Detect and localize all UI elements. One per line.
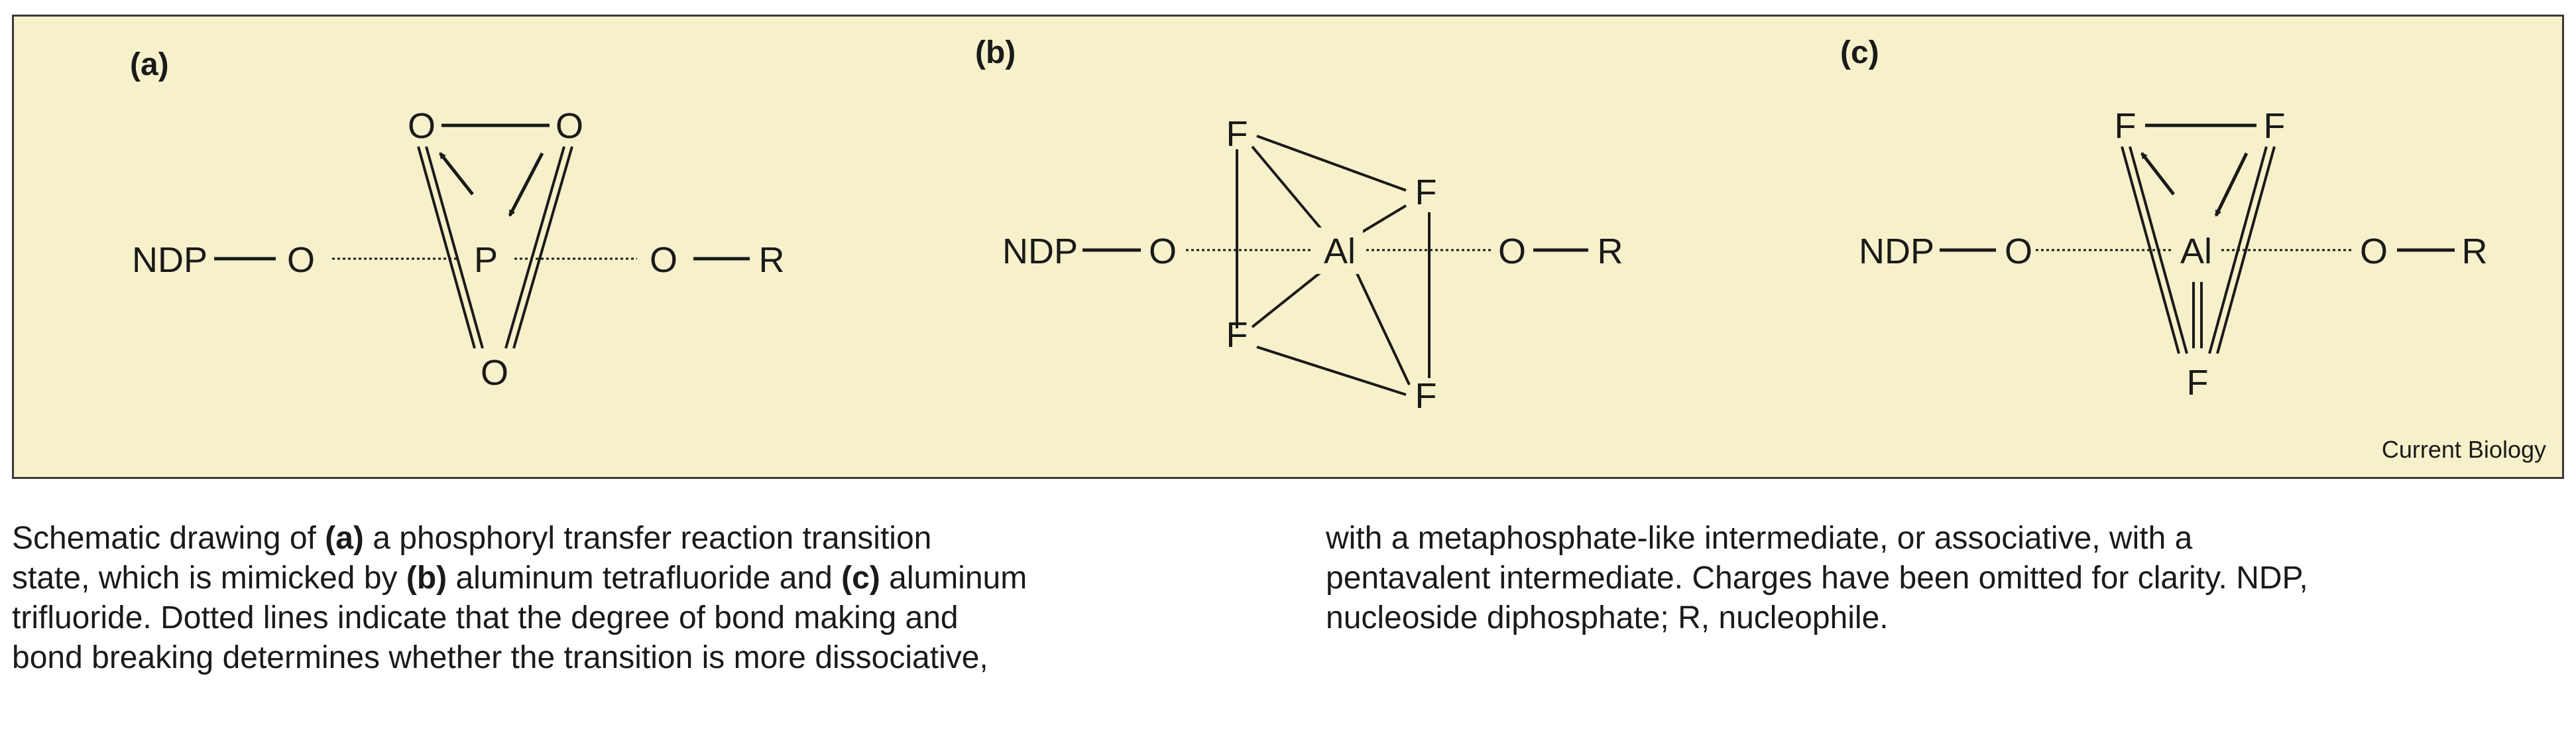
ligand-label-b-1: F bbox=[1226, 114, 1248, 154]
caption-line: pentavalent intermediate. Charges have b… bbox=[1326, 559, 2559, 598]
caption-text: nucleoside diphosphate; R, nucleophile. bbox=[1326, 600, 1889, 635]
ndp-label-b: NDP bbox=[1002, 232, 1078, 271]
ligand-label-c-1: F bbox=[2115, 106, 2137, 146]
bond-right-edge-1 bbox=[504, 146, 565, 349]
r-label-a: R bbox=[759, 240, 785, 280]
arrow-right bbox=[508, 152, 544, 217]
caption-line: bond breaking determines whether the tra… bbox=[12, 638, 1258, 678]
left-o-label-b: O bbox=[1149, 232, 1177, 271]
bond-f-f-bottom bbox=[1256, 346, 1407, 396]
arrow-right bbox=[2214, 152, 2249, 217]
caption-text: trifluoride. Dotted lines indicate that … bbox=[12, 600, 959, 635]
bond-right-edge-1 bbox=[2208, 146, 2268, 354]
caption-panel-ref: (a) bbox=[325, 521, 364, 556]
center-label-c: Al bbox=[2180, 232, 2212, 271]
figure-panel: (a) NDP O P O R O O O bbox=[12, 15, 2564, 479]
ligand-label-c-3: F bbox=[2187, 363, 2209, 403]
left-o-label-a: O bbox=[287, 240, 315, 280]
journal-credit: Current Biology bbox=[2382, 436, 2546, 463]
bond-al-f4 bbox=[1355, 271, 1411, 385]
caption-line: with a metaphosphate-like intermediate, … bbox=[1326, 519, 2559, 559]
caption-text: aluminum tetrafluoride and bbox=[447, 561, 842, 596]
caption-line: nucleoside diphosphate; R, nucleophile. bbox=[1326, 598, 2559, 638]
bond-left-edge-1 bbox=[417, 146, 476, 349]
caption-text: a phosphoryl transfer reaction transitio… bbox=[363, 521, 932, 556]
ligand-label-a-1: O bbox=[408, 106, 436, 146]
ligand-label-b-3: F bbox=[1226, 315, 1248, 355]
caption-text: pentavalent intermediate. Charges have b… bbox=[1326, 561, 2308, 596]
caption-text: aluminum bbox=[880, 561, 1027, 596]
caption-text: with a metaphosphate-like intermediate, … bbox=[1326, 521, 2193, 556]
caption-line: state, which is mimicked by (b) aluminum… bbox=[12, 559, 1258, 598]
bond-f-f-top bbox=[1256, 135, 1407, 192]
reaction-diagram: (a) NDP O P O R O O O bbox=[130, 35, 2546, 463]
ligand-label-c-2: F bbox=[2264, 106, 2286, 146]
bond-right-edge-2 bbox=[512, 146, 573, 349]
bond-left-edge-2 bbox=[2129, 146, 2188, 354]
bond-right-edge-2 bbox=[2216, 146, 2276, 354]
caption-left-column: Schematic drawing of (a) a phosphoryl tr… bbox=[12, 519, 1258, 678]
caption-right-column: with a metaphosphate-like intermediate, … bbox=[1326, 519, 2559, 638]
caption-text: bond breaking determines whether the tra… bbox=[12, 640, 988, 675]
caption-panel-ref: (b) bbox=[406, 561, 447, 596]
bond-al-f2 bbox=[1355, 204, 1407, 237]
panel-label-b: (b) bbox=[975, 35, 1016, 70]
center-label-b: Al bbox=[1324, 232, 1356, 271]
ligand-label-a-3: O bbox=[481, 353, 508, 393]
caption-text: Schematic drawing of bbox=[12, 521, 325, 556]
bond-al-f3 bbox=[1251, 271, 1322, 328]
right-o-label-c: O bbox=[2360, 232, 2388, 271]
panel-c: (c) NDP O Al O R F F F bbox=[1840, 35, 2488, 403]
r-label-b: R bbox=[1598, 232, 1623, 271]
bond-left-edge-1 bbox=[2121, 146, 2180, 354]
right-o-label-a: O bbox=[650, 240, 677, 280]
ligand-label-b-4: F bbox=[1415, 376, 1437, 416]
bond-al-f1 bbox=[1251, 145, 1322, 230]
panel-label-a: (a) bbox=[130, 47, 169, 82]
panel-label-c: (c) bbox=[1840, 35, 1879, 70]
caption-text: state, which is mimicked by bbox=[12, 561, 406, 596]
right-o-label-b: O bbox=[1498, 232, 1526, 271]
panel-a: (a) NDP O P O R O O O bbox=[130, 47, 785, 393]
center-label-a: P bbox=[474, 240, 498, 280]
panel-b: (b) NDP O Al O R F F F F bbox=[975, 35, 1623, 416]
arrow-left bbox=[439, 152, 474, 196]
ligand-label-b-2: F bbox=[1415, 172, 1437, 212]
ndp-label-a: NDP bbox=[132, 240, 207, 280]
caption-panel-ref: (c) bbox=[841, 561, 880, 596]
bond-left-edge-2 bbox=[425, 146, 484, 349]
arrow-left bbox=[2140, 152, 2175, 196]
ndp-label-c: NDP bbox=[1859, 232, 1934, 271]
r-label-c: R bbox=[2462, 232, 2488, 271]
ligand-label-a-2: O bbox=[556, 106, 583, 146]
caption-line: trifluoride. Dotted lines indicate that … bbox=[12, 598, 1258, 638]
left-o-label-c: O bbox=[2005, 232, 2032, 271]
caption-line: Schematic drawing of (a) a phosphoryl tr… bbox=[12, 519, 1258, 559]
